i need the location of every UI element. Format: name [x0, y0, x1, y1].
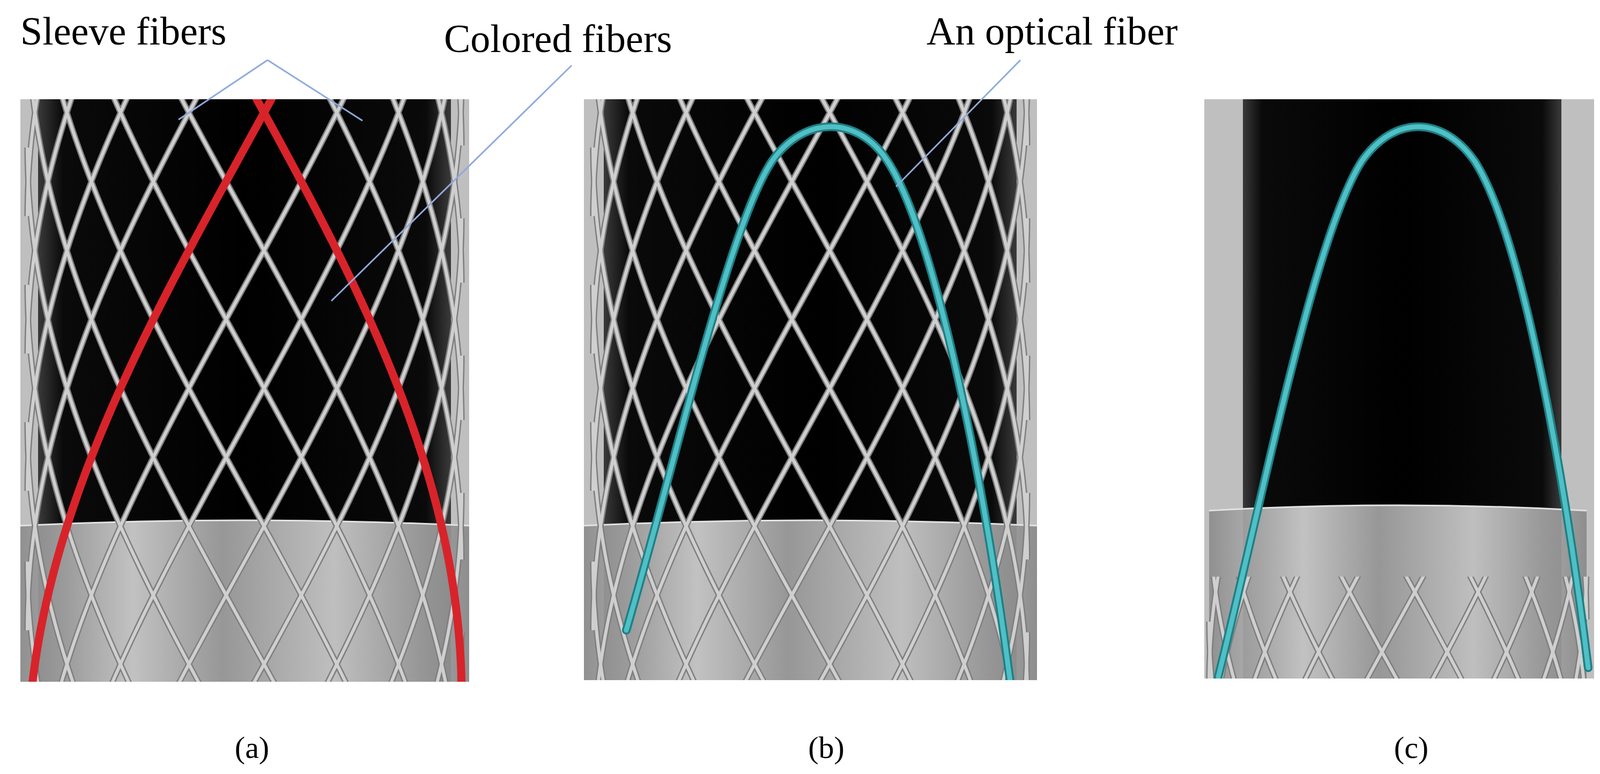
sleeve-fiber	[1025, 632, 1028, 680]
optical-fiber	[1218, 126, 1589, 677]
sleeve-fiber	[27, 99, 130, 491]
leader-line	[895, 60, 1021, 187]
illustration-panel	[20, 99, 470, 682]
sleeve-fiber	[327, 99, 462, 560]
sleeve-fiber-shade	[27, 99, 199, 631]
sleeve-fiber-shade	[327, 99, 462, 560]
illustration-panel	[583, 99, 1037, 680]
sleeve-fiber	[1281, 576, 1562, 679]
sleeve-fiber	[177, 99, 446, 682]
sleeve-fiber	[956, 99, 1028, 420]
sleeve-fiber-shade	[744, 99, 1012, 680]
colored-fiber	[253, 99, 462, 682]
sleeve-fiber-shade	[593, 99, 765, 631]
optical-fiber-shade	[626, 126, 1011, 680]
sleeve-fiber	[110, 99, 406, 682]
sleeve-fiber	[1404, 576, 1587, 620]
sleeve-fiber-shade	[1213, 576, 1465, 679]
sleeve-fiber-shade	[326, 218, 462, 682]
colored-fiber	[32, 99, 275, 682]
sleeve-fiber-shade	[1491, 576, 1587, 679]
part-label: An optical fiber	[926, 9, 1179, 54]
illustration-panel	[1204, 99, 1595, 679]
sleeve-fiber-shade	[1404, 576, 1587, 620]
band-edge	[1209, 505, 1587, 511]
optical-fiber-shade	[1218, 126, 1589, 677]
panel-background	[583, 99, 1037, 680]
sleeve-fiber-shade	[253, 99, 462, 682]
part-label: Sleeve fibers	[20, 9, 227, 54]
sleeve-fiber	[1430, 576, 1587, 679]
sleeve-fiber	[593, 99, 765, 631]
sleeve-fiber-shade	[677, 99, 972, 680]
sleeve-fiber	[677, 99, 972, 680]
sleeve-fiber	[27, 99, 39, 217]
sleeve-fiber	[326, 218, 462, 682]
sleeve-fiber	[27, 99, 199, 631]
panel-letter: (c)	[1394, 730, 1429, 765]
sleeve-fiber	[112, 99, 407, 682]
sleeve-fiber	[390, 99, 462, 420]
sleeve-fiber	[1491, 576, 1587, 679]
part-label: Colored fibers	[443, 17, 672, 61]
sleeve-fiber	[1213, 576, 1465, 679]
sleeve-fiber	[744, 99, 1012, 680]
sleeve-fibers	[27, 99, 462, 682]
sleeve-fiber	[1364, 576, 1587, 679]
leader-line	[331, 65, 572, 301]
sleeve-fiber	[252, 99, 462, 682]
sleeve-fiber	[253, 99, 462, 682]
optical-fiber	[626, 126, 1011, 680]
sleeve-fiber	[593, 99, 604, 217]
leader-line	[267, 60, 363, 121]
panel-background	[1204, 99, 1595, 679]
sleeve-fibers	[1209, 576, 1587, 679]
sleeve-fiber	[677, 99, 972, 680]
leader-line	[178, 60, 268, 120]
sleeve-fiber-shade	[1364, 576, 1587, 679]
panel-letter: (a)	[234, 730, 270, 765]
sleeve-fiber-shade	[744, 99, 1012, 680]
sleeve-fiber	[892, 218, 1028, 680]
sleeve-fiber-shade	[252, 99, 462, 682]
sleeve-fiber	[744, 99, 1012, 680]
sleeve-fiber-shade	[177, 99, 446, 682]
panel-letter: (b)	[808, 730, 845, 765]
sleeve-fiber-shade	[677, 99, 972, 680]
sleeve-fiber-shade	[892, 218, 1028, 680]
sleeve-fibers	[593, 99, 1028, 680]
